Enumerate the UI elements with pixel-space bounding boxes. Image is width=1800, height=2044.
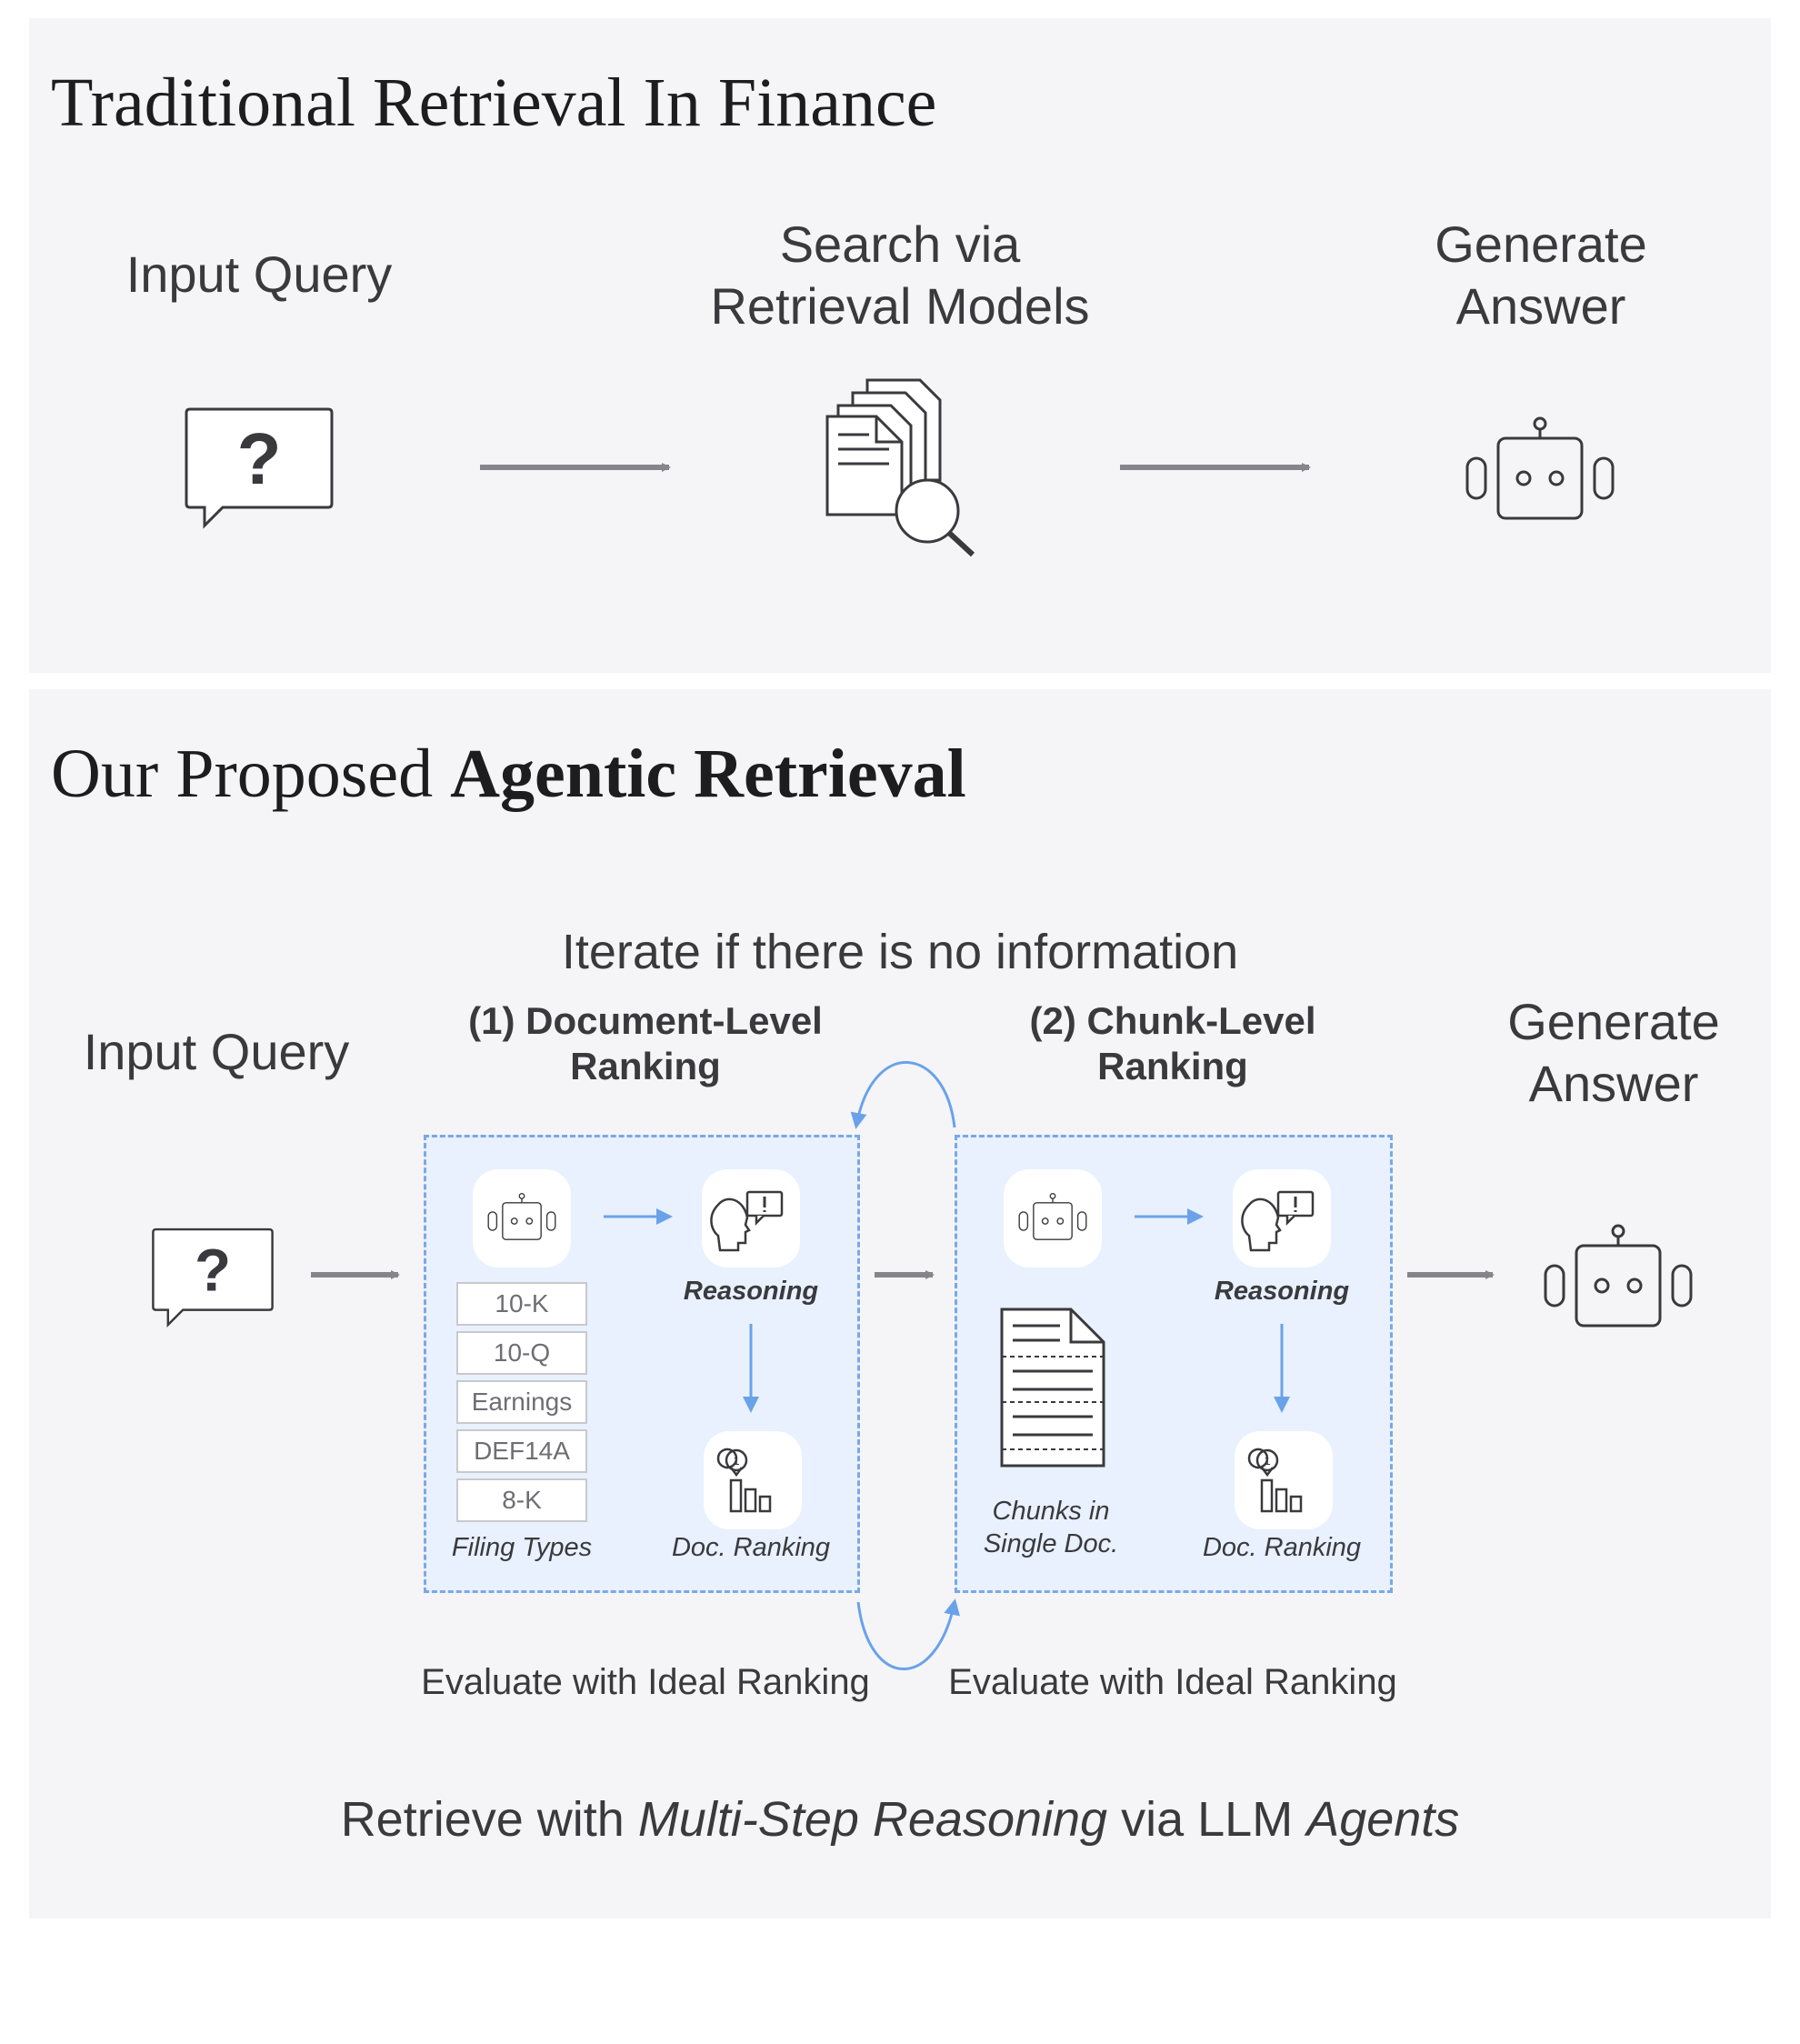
footer-part-2: Multi-Step Reasoning [637,1792,1108,1847]
document-level-ranking-title: (1) Document-Level Ranking [445,998,845,1089]
agentic-retrieval-title: Our Proposed Agentic Retrieval [51,735,966,814]
evaluate-loop-arrow [856,1598,961,1670]
agentic-generate-line-1: Generate [1507,993,1720,1050]
chunk-level-ranking-title: (2) Chunk-Level Ranking [1009,998,1336,1089]
generate-label-line-2: Answer [1455,277,1626,335]
filing-chip: 8-K [456,1478,587,1522]
chunks-caption-line-2: Single Doc. [983,1529,1119,1558]
generate-label-line-1: Generate [1435,215,1647,273]
input-query-label: Input Query [125,245,393,303]
iterate-loop-arrow [850,1060,956,1129]
stage1-ranking-tile [704,1431,802,1529]
stage2-reasoning-label: Reasoning [1214,1277,1350,1306]
evaluate-label-stage2: Evaluate with Ideal Ranking [948,1662,1397,1702]
filing-chip: Earnings [456,1380,587,1424]
robot-icon [487,1192,556,1240]
stage2-title-line-1: (2) Chunk-Level [1029,999,1316,1042]
filing-types-caption: Filing Types [451,1533,593,1562]
stage1-robot-tile [473,1169,571,1267]
footer-part-1: Retrieve with [340,1792,638,1847]
chunks-caption-line-1: Chunks in [992,1497,1110,1526]
agentic-generate-answer-label: Generate Answer [1482,991,1745,1115]
stage2-ranking-tile [1235,1431,1333,1529]
question-bubble-icon [152,1227,274,1327]
search-via-retrieval-label: Search via Retrieval Models [673,214,1127,337]
ranking-chart-icon [1247,1448,1303,1513]
stage1-doc-ranking-label: Doc. Ranking [671,1533,831,1562]
footer-part-3: via LLM [1107,1792,1307,1847]
stage2-title-line-2: Ranking [1097,1045,1248,1087]
thinking-head-icon [1240,1190,1315,1252]
footer-part-4: Agents [1306,1792,1460,1847]
stage1-reasoning-label: Reasoning [683,1277,819,1306]
robot-icon [1465,416,1615,520]
filing-chip: 10-Q [456,1331,587,1375]
search-label-line-1: Search via [779,215,1021,273]
agentic-retrieval-panel [29,689,1771,1919]
thinking-head-icon [709,1190,784,1252]
traditional-retrieval-title: Traditional Retrieval In Finance [51,65,937,141]
chunks-in-single-doc-caption: Chunks in Single Doc. [960,1495,1142,1560]
document-search-icon [825,378,975,557]
stage2-doc-ranking-label: Doc. Ranking [1202,1533,1362,1562]
stage1-title-line-1: (1) Document-Level [468,999,823,1042]
stage2-robot-tile [1004,1169,1102,1267]
iterate-label: Iterate if there is no information [561,925,1239,979]
filing-chip: DEF14A [456,1429,587,1473]
title-bold-part: Agentic Retrieval [450,736,966,812]
search-label-line-2: Retrieval Models [710,277,1090,335]
generate-answer-label: Generate Answer [1391,214,1691,337]
footer-caption: Retrieve with Multi-Step Reasoning via L… [0,1791,1800,1848]
title-plain-part: Our Proposed [51,736,451,812]
evaluate-label-stage1: Evaluate with Ideal Ranking [421,1662,870,1702]
question-bubble-icon [185,407,334,527]
stage1-reasoning-tile [702,1169,800,1267]
chunked-document-icon [1000,1308,1105,1468]
filing-chip: 10-K [456,1282,587,1326]
robot-icon [1018,1192,1087,1240]
agentic-generate-line-2: Answer [1528,1055,1699,1112]
ranking-chart-icon [716,1448,772,1513]
traditional-retrieval-panel [29,18,1771,673]
stage2-reasoning-tile [1233,1169,1331,1267]
robot-icon [1544,1224,1693,1328]
stage1-title-line-2: Ranking [570,1045,721,1087]
agentic-input-query-label: Input Query [83,1023,350,1080]
